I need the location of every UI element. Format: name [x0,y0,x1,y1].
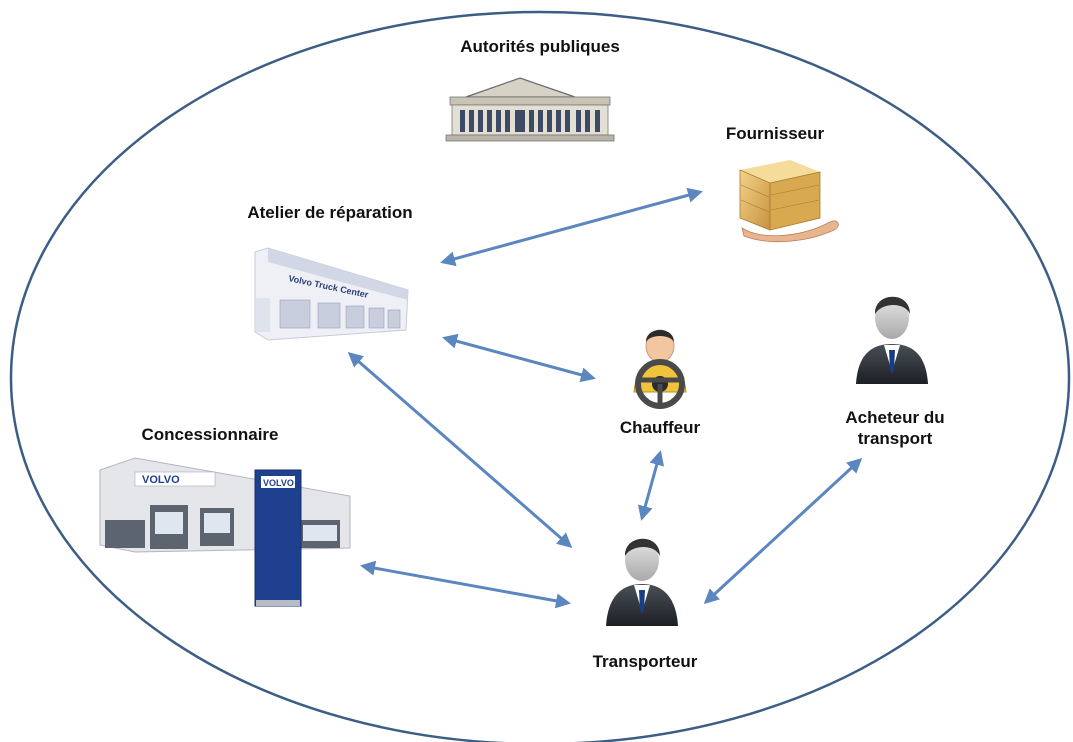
truck-dealership-icon: VOLVO VOLVO [99,457,351,607]
label-transporteur: Transporteur [592,652,698,671]
arrow-atelier-chauffeur [442,333,596,383]
truck-workshop-icon: Volvo Truck Center [254,247,409,341]
government-building-icon [445,77,615,142]
arrow-chauffeur-transporteur [637,450,665,521]
arrow-acheteur-transporteur [703,457,863,605]
svg-text:VOLVO: VOLVO [263,478,294,488]
businessman-icon-transporteur [606,538,678,626]
arrow-atelier-transporteur [347,352,573,548]
label-acheteur-line2: transport [857,429,933,448]
arrow-concessionnaire-transporteur [360,560,571,609]
box-in-hand-icon [739,160,839,243]
label-acheteur-du-transport: Acheteur du transport [820,407,970,449]
svg-text:VOLVO: VOLVO [142,474,180,486]
label-autorites-publiques: Autorités publiques [460,37,620,56]
driver-steering-wheel-icon [633,329,687,409]
businessman-icon-acheteur [856,296,928,384]
label-atelier-de-reparation: Atelier de réparation [247,203,413,222]
label-concessionnaire: Concessionnaire [141,425,279,444]
label-chauffeur: Chauffeur [619,418,701,437]
ecosystem-boundary [9,10,1071,742]
arrow-fournisseur-atelier [440,187,703,267]
label-acheteur-line1: Acheteur du [845,408,945,427]
label-fournisseur: Fournisseur [725,124,825,143]
